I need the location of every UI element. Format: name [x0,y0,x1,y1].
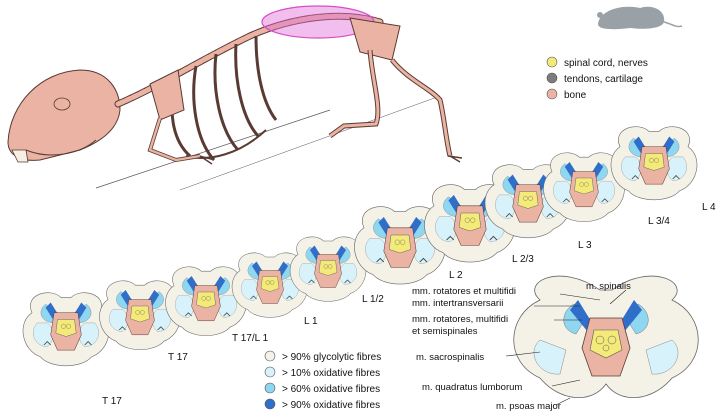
muscle-label: mm. rotatores et multifidi [412,286,516,297]
legend-label: > 10% oxidative fibres [282,368,380,379]
muscle-label: mm. rotatores, multifidi [412,314,508,325]
legend-label: > 90% glycolytic fibres [282,352,381,363]
mouse-icon [597,6,683,30]
legend-label: bone [564,90,587,101]
section-l4 [610,126,698,201]
muscle-label: m. sacrospinalis [416,352,484,363]
legend-label: > 60% oxidative fibres [282,384,380,395]
level-label: L 4 [702,202,716,213]
level-label: T 17 [102,396,122,407]
section-t17-a [22,292,110,367]
level-label: L 2/3 [512,254,534,265]
muscle-label: m. quadratus lumborum [422,382,522,393]
legend-label: spinal cord, nerves [564,58,648,69]
level-label: L 3/4 [648,216,670,227]
muscle-label: mm. intertransversarii [412,298,503,309]
level-labels: T 17 T 17 T 17/L 1 L 1 L 1/2 L 2 L 2/3 L… [102,202,716,407]
muscle-label: m. psoas major [496,401,561,412]
level-label: T 17 [168,352,188,363]
level-label: T 17/L 1 [232,333,269,344]
level-label: L 1 [304,316,318,327]
level-label: L 2 [449,270,463,281]
muscle-label: m. spinalis [586,281,631,292]
legend-label: tendons, cartilage [564,74,643,85]
rat-skeleton [7,5,463,191]
tissue-legend: spinal cord, nerves tendons, cartilage b… [546,56,648,101]
fibre-legend: > 90% glycolytic fibres > 10% oxidative … [264,350,381,411]
detailed-section [513,275,699,398]
level-label: L 3 [578,240,592,251]
muscle-label: et semispinales [412,326,478,337]
muscle-labels: m. spinalis mm. rotatores et multifidi m… [412,281,631,412]
legend-label: > 90% oxidative fibres [282,400,380,411]
level-label: L 1/2 [362,294,384,305]
